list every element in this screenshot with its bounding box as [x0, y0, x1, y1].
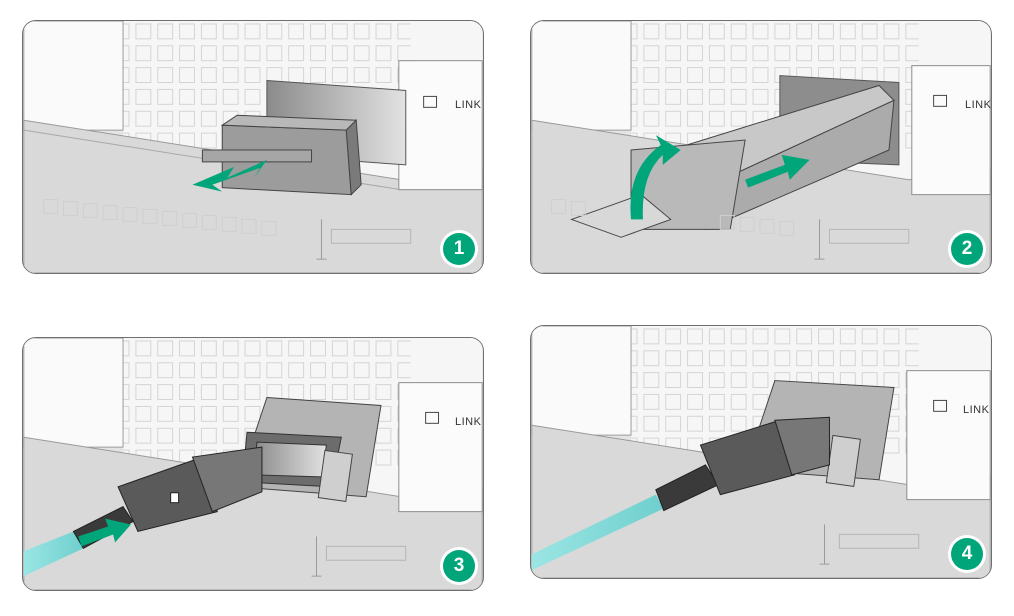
fiber-connector	[117, 456, 218, 533]
link-label: LINK	[965, 99, 992, 111]
fiber-cable	[531, 494, 664, 571]
link-label: LINK	[963, 404, 990, 416]
fiber-connector	[699, 419, 796, 496]
push-arrow	[78, 518, 131, 547]
link-area	[398, 60, 483, 191]
bail-latch	[570, 194, 672, 238]
step-3-illustration	[23, 338, 483, 590]
pull-arrow	[192, 159, 267, 192]
push-arrow	[745, 154, 810, 188]
step-panel-1: LINK 1	[22, 20, 484, 274]
step-badge-3: 3	[443, 550, 475, 582]
step-panel-3: LINK 3	[22, 337, 484, 591]
step-panel-2: LINK 2	[530, 20, 992, 274]
link-label: LINK	[455, 416, 482, 428]
step-badge-2: 2	[951, 233, 983, 265]
transceiver-port	[253, 441, 327, 478]
link-label: LINK	[455, 99, 482, 111]
step-4-illustration	[531, 326, 991, 578]
link-area	[398, 382, 483, 513]
step-panel-4: LINK 4	[530, 325, 992, 579]
step-2-illustration	[531, 21, 991, 273]
step-badge-4: 4	[951, 538, 983, 570]
fiber-cable	[23, 531, 84, 577]
rotate-arrow	[630, 135, 681, 220]
step-badge-1: 1	[443, 233, 475, 265]
link-area	[906, 370, 991, 501]
step-1-illustration	[23, 21, 483, 273]
link-area	[911, 65, 991, 196]
